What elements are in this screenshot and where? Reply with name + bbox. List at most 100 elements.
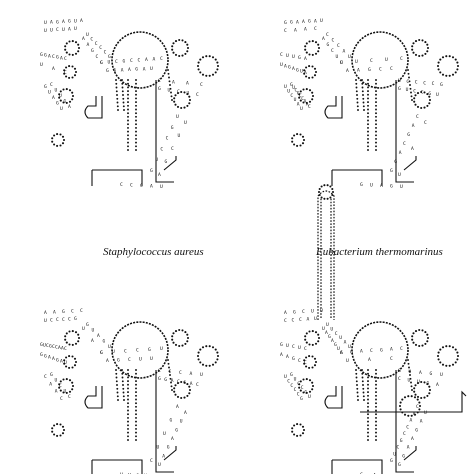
svg-text:C: C xyxy=(400,346,403,352)
svg-text:C: C xyxy=(46,343,49,349)
svg-text:A: A xyxy=(52,66,55,72)
svg-text:U: U xyxy=(150,66,153,72)
svg-text:U: U xyxy=(436,92,439,98)
svg-text:G: G xyxy=(327,42,330,48)
svg-text:G: G xyxy=(56,357,59,363)
svg-text:G: G xyxy=(44,53,47,59)
svg-text:U: U xyxy=(336,54,339,60)
svg-text:U: U xyxy=(163,431,166,437)
svg-text:G: G xyxy=(430,371,433,377)
svg-text:A: A xyxy=(82,36,85,42)
svg-text:U: U xyxy=(176,114,179,120)
svg-text:C: C xyxy=(421,90,424,96)
svg-text:C: C xyxy=(370,58,373,64)
species-label-staphylococcus-aureus: Staphylococcus aureus xyxy=(103,246,204,258)
svg-text:C: C xyxy=(416,114,419,120)
svg-text:U: U xyxy=(180,419,183,425)
svg-text:C: C xyxy=(96,54,99,60)
svg-text:C: C xyxy=(299,317,302,323)
svg-text:A: A xyxy=(340,350,343,356)
svg-text:U: U xyxy=(398,78,401,84)
svg-text:U: U xyxy=(337,346,340,352)
svg-text:C: C xyxy=(50,82,53,88)
svg-text:A: A xyxy=(153,57,156,63)
svg-text:C: C xyxy=(52,344,55,350)
svg-text:A: A xyxy=(411,146,414,152)
svg-text:U: U xyxy=(60,106,63,112)
svg-text:G: G xyxy=(170,418,173,424)
svg-text:U: U xyxy=(294,376,297,382)
svg-text:C: C xyxy=(160,146,163,152)
svg-text:A: A xyxy=(346,68,349,74)
svg-text:A: A xyxy=(58,345,61,351)
svg-text:A: A xyxy=(106,358,109,364)
svg-text:C: C xyxy=(55,345,58,351)
svg-text:U: U xyxy=(400,184,403,190)
svg-text:G: G xyxy=(334,342,337,348)
svg-text:U: U xyxy=(160,184,163,190)
svg-text:G: G xyxy=(86,322,89,328)
svg-text:U: U xyxy=(40,62,43,68)
svg-text:G: G xyxy=(402,453,405,459)
svg-text:G: G xyxy=(117,358,120,364)
svg-text:G: G xyxy=(390,184,393,190)
svg-text:G: G xyxy=(49,344,52,350)
svg-text:U: U xyxy=(355,59,358,65)
backbone-connector xyxy=(324,96,343,119)
svg-text:C: C xyxy=(400,56,403,62)
svg-text:C: C xyxy=(332,38,335,44)
svg-text:C: C xyxy=(138,58,141,64)
svg-text:C: C xyxy=(416,404,419,410)
svg-text:C: C xyxy=(171,146,174,152)
svg-text:G: G xyxy=(113,68,116,74)
svg-text:C: C xyxy=(290,93,293,99)
svg-text:A: A xyxy=(296,19,299,25)
svg-text:U: U xyxy=(322,326,325,332)
svg-text:A: A xyxy=(91,338,94,344)
svg-text:U: U xyxy=(417,379,420,385)
svg-text:C: C xyxy=(287,378,290,384)
svg-text:C: C xyxy=(290,383,293,389)
svg-text:A: A xyxy=(420,419,423,425)
svg-text:A: A xyxy=(304,70,307,76)
svg-text:A: A xyxy=(53,310,56,316)
svg-text:U: U xyxy=(168,88,171,94)
svg-text:G: G xyxy=(40,352,43,358)
svg-text:U: U xyxy=(406,87,409,93)
svg-text:G: G xyxy=(108,54,111,60)
svg-text:U: U xyxy=(300,69,303,75)
svg-text:U: U xyxy=(86,32,89,38)
svg-text:C: C xyxy=(298,358,301,364)
svg-text:G: G xyxy=(64,99,67,105)
svg-text:C: C xyxy=(62,317,65,323)
svg-text:C: C xyxy=(56,27,59,33)
svg-text:G: G xyxy=(284,20,287,26)
svg-text:C: C xyxy=(326,32,329,38)
svg-text:U: U xyxy=(348,344,351,350)
svg-text:U: U xyxy=(308,394,311,400)
svg-text:A: A xyxy=(314,18,317,24)
backbone-connector xyxy=(324,386,343,409)
svg-text:G: G xyxy=(40,342,43,348)
svg-text:G: G xyxy=(290,20,293,26)
backbone-base xyxy=(331,169,383,186)
svg-text:G: G xyxy=(293,310,296,316)
svg-text:A: A xyxy=(158,172,161,178)
svg-text:U: U xyxy=(74,26,77,32)
svg-text:A: A xyxy=(304,99,307,105)
svg-text:G: G xyxy=(440,82,443,88)
svg-text:U: U xyxy=(178,133,181,139)
svg-text:U: U xyxy=(187,91,190,97)
svg-text:G: G xyxy=(398,462,401,468)
backbone-spine xyxy=(155,80,174,183)
backbone-connector xyxy=(84,386,103,409)
svg-text:C: C xyxy=(90,36,93,42)
svg-text:U: U xyxy=(64,360,67,366)
svg-text:C: C xyxy=(44,374,47,380)
svg-text:A: A xyxy=(145,57,148,63)
svg-text:U: U xyxy=(112,349,115,355)
svg-text:G: G xyxy=(44,84,47,90)
svg-text:G: G xyxy=(280,342,283,348)
svg-text:A: A xyxy=(60,55,63,61)
